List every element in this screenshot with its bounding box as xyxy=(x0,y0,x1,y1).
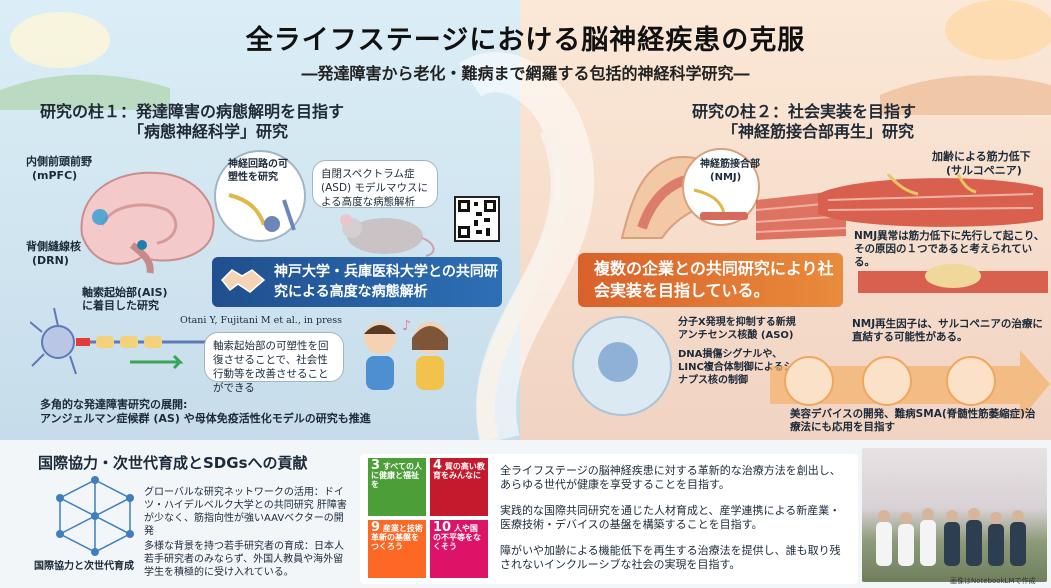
bullet-global-network: グローバルな研究ネットワークの活用：ドイツ・ハイデルベルク大学との共同研究 肝障… xyxy=(144,487,347,537)
photo-credit: 画像はNotebookLMで作成 xyxy=(950,577,1036,585)
expansion-title: 多角的な発達障害研究の展開: xyxy=(40,398,188,411)
sdg-tile-4: 4 質の高い教育をみんなに xyxy=(430,458,488,516)
network-icon xyxy=(56,476,134,556)
bullet-young-researchers: 多様な背景を持つ若手研究者の育成：日本人若手研究者のみならず、外国人教員や海外留… xyxy=(144,541,344,578)
citation: Otani Y, Fujitani M et al., in press xyxy=(180,315,343,326)
aging-label-line2: (サルコペニア) xyxy=(946,164,1022,177)
nmj-abnormal-text: NMJ異常は筋力低下に先行して起こり、その原因の１つであると考えられている。 xyxy=(854,230,1045,268)
nmj-label-line1: 神経筋接合部 xyxy=(700,159,760,170)
regen-factor-text: NMJ再生因子は、サルコペニアの治療に直結する可能性がある。 xyxy=(852,318,1043,343)
pillar1-heading-line1: 研究の柱１：発達障害の病態解明を目指す xyxy=(40,102,345,121)
team-photo xyxy=(862,448,1047,582)
nucleus-icon xyxy=(598,342,638,382)
beauty-device-icon xyxy=(784,356,834,406)
svg-text:♪: ♪ xyxy=(402,318,411,334)
sdg-tile-3: 3 すべての人に健康と福祉を xyxy=(368,458,426,516)
wheelchair-icon xyxy=(946,356,996,406)
drn-label-line1: 背側縫線核 xyxy=(26,240,81,253)
neuron-illustration xyxy=(30,307,210,375)
device-label: 美容デバイスの開発、難病SMA(脊髄性筋萎縮症)治療法にも応用を目指す xyxy=(790,408,1036,433)
goal-text-2: 実践的な国際共同研究を通じた人材育成と、産学連携による新産業・医療技術・デバイス… xyxy=(500,504,841,531)
mouse-illustration xyxy=(340,214,435,257)
synapse-icon xyxy=(228,193,296,232)
behavior-bubble: 軸索起始部の可塑性を回復させることで、社会性行動等を改善させることができる xyxy=(204,332,344,394)
synapse-junction-icon xyxy=(693,188,748,220)
qr-code[interactable] xyxy=(454,196,500,242)
mpfc-label-line2: (mPFC) xyxy=(32,169,78,182)
goal-text-3: 障がいや加齢による機能低下を再生する治療法を提供し、誰も取り残されないインクルー… xyxy=(500,544,841,571)
brain-illustration xyxy=(80,171,215,274)
handshake-icon xyxy=(220,269,266,293)
network-caption: 国際協力と次世代育成 xyxy=(34,561,134,572)
team-photo-people xyxy=(876,508,1026,566)
muscle-icon xyxy=(862,356,912,406)
sarcopenia-muscle-illustration xyxy=(818,174,1043,227)
industry-banner: 複数の企業との共同研究により社会実装を目指している。 xyxy=(578,253,843,307)
page-subtitle: ―発達障害から老化・難病まで網羅する包括的神経科学研究― xyxy=(301,64,750,83)
dna-label: DNA損傷シグナルや、LINC複合体制御によるシナプス核の制御 xyxy=(678,349,794,386)
children-illustration: ♪ xyxy=(364,318,448,390)
nmj-label-line2: (NMJ) xyxy=(710,172,742,183)
qr-code-pattern xyxy=(458,200,496,238)
drn-label-line2: (DRN) xyxy=(32,254,69,267)
bottom-section-title: 国際協力・次世代育成とSDGsへの貢献 xyxy=(38,454,308,472)
pillar2-heading-line1: 研究の柱２：社会実装を目指す xyxy=(692,102,917,121)
pillar2-heading-line2: 「神経筋接合部再生」研究 xyxy=(722,122,915,141)
sdg-tile-9: 9 産業と技術革新の基盤をつくろう xyxy=(368,520,426,578)
mpfc-label-line1: 内側前頭前野 xyxy=(26,155,92,168)
circuit-bubble: 神経回路の可塑性を研究 xyxy=(228,159,288,183)
nmj-regeneration-illustration xyxy=(858,264,1048,293)
sunrise-hills-illustration xyxy=(0,0,1051,440)
page-title: 全ライフステージにおける脳神経疾患の克服 xyxy=(245,25,806,56)
sdg-tile-10: 10 人や国の不平等をなくそう xyxy=(430,520,488,578)
ais-label: 軸索起始部(AIS)に着目した研究 xyxy=(82,286,168,312)
goal-text-1: 全ライフステージの脳神経疾患に対する革新的な治療方法を創出し、あらゆる世代が健康… xyxy=(500,464,841,491)
asd-bubble: 自閉スペクトラム症 (ASD) モデルマウスによる高度な病態解析 xyxy=(312,160,438,208)
aging-label-line1: 加齢による筋力低下 xyxy=(932,150,1031,163)
expansion-body: アンジェルマン症候群 (AS) や母体免疫活性化モデルの研究も推進 xyxy=(40,412,371,425)
aso-label: 分子X発現を抑制する新規アンチセンス核酸 (ASO) xyxy=(678,317,796,341)
pillar1-heading-line2: 「病態神経科学」研究 xyxy=(128,122,289,141)
